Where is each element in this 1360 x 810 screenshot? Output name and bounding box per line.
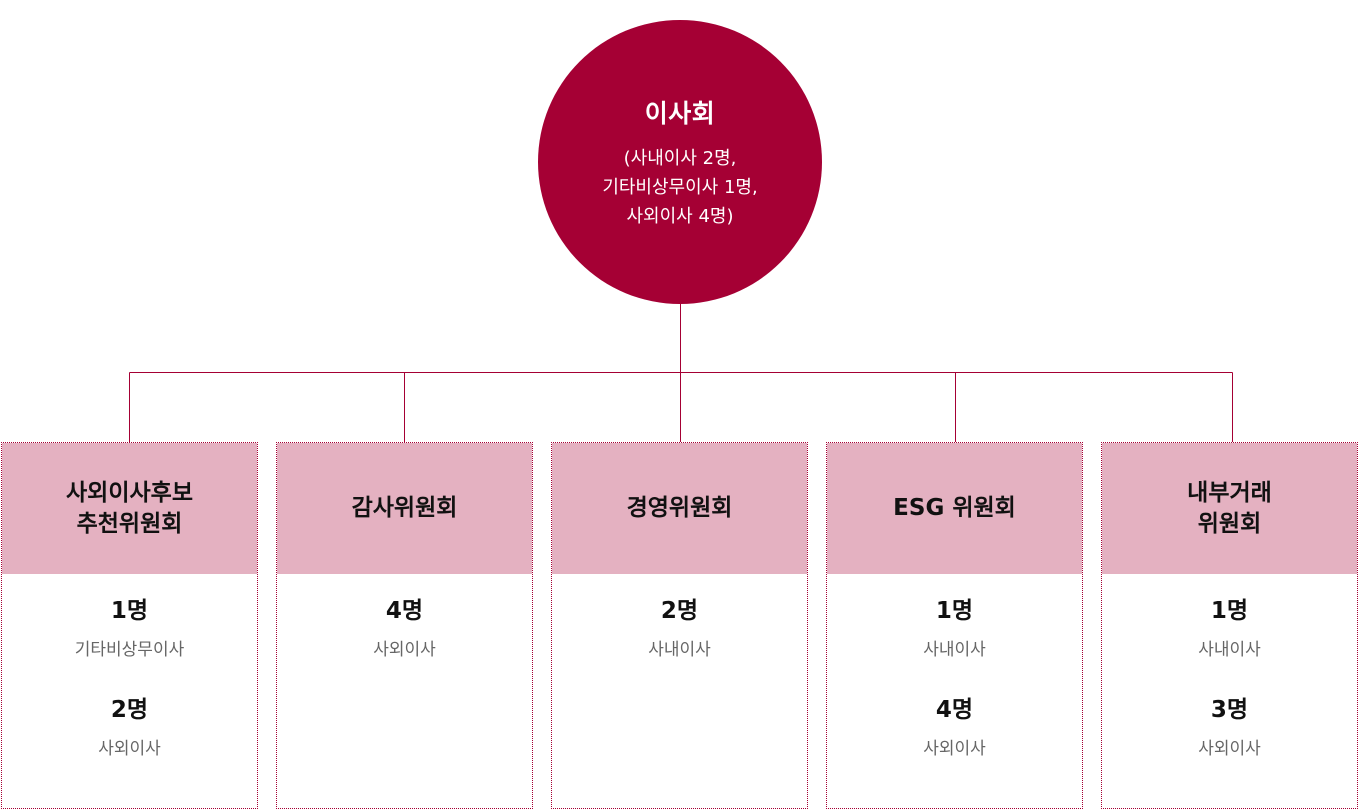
committee-card-esg: ESG 위원회 1명 사내이사 4명 사외이사 <box>826 442 1083 809</box>
member-type: 기타비상무이사 <box>74 640 185 660</box>
committee-name: ESG 위원회 <box>893 493 1016 524</box>
committee-members: 1명 사내이사 4명 사외이사 <box>827 574 1082 792</box>
member-count: 3명 <box>1210 697 1249 723</box>
committee-card-internal-transaction: 내부거래 위원회 1명 사내이사 3명 사외이사 <box>1101 442 1358 809</box>
member-count: 4명 <box>385 598 424 624</box>
committee-card-nomination: 사외이사후보 추천위원회 1명 기타비상무이사 2명 사외이사 <box>1 442 258 809</box>
member-group: 1명 사내이사 <box>827 594 1082 693</box>
committee-members: 2명 사내이사 <box>552 574 807 693</box>
member-group: 2명 사내이사 <box>552 594 807 693</box>
member-type: 사내이사 <box>1198 640 1261 660</box>
member-count: 1명 <box>110 598 149 624</box>
member-group: 1명 사내이사 <box>1102 594 1357 693</box>
member-group: 3명 사외이사 <box>1102 693 1357 792</box>
member-type: 사외이사 <box>373 640 436 660</box>
member-type: 사외이사 <box>923 739 986 759</box>
board-composition: (사내이사 2명, 기타비상무이사 1명, 사외이사 4명) <box>538 144 822 231</box>
committee-name: 내부거래 위원회 <box>1187 478 1272 540</box>
committee-name-line: 내부거래 <box>1187 479 1272 506</box>
committee-members: 1명 기타비상무이사 2명 사외이사 <box>2 574 257 792</box>
committee-header: 경영위원회 <box>552 443 807 574</box>
committee-members: 4명 사외이사 <box>277 574 532 693</box>
member-count: 2명 <box>660 598 699 624</box>
member-type: 사외이사 <box>1198 739 1261 759</box>
member-count: 1명 <box>1210 598 1249 624</box>
committee-name: 경영위원회 <box>627 493 733 524</box>
committee-name-line: 추천위원회 <box>76 510 183 537</box>
member-count: 4명 <box>935 697 974 723</box>
member-group: 1명 기타비상무이사 <box>2 594 257 693</box>
member-type: 사내이사 <box>923 640 986 660</box>
committee-header: 사외이사후보 추천위원회 <box>2 443 257 574</box>
committee-name-line: 감사위원회 <box>351 495 458 521</box>
committee-card-audit: 감사위원회 4명 사외이사 <box>276 442 533 809</box>
committee-name-line: 위원회 <box>1197 510 1262 537</box>
board-composition-line: 기타비상무이사 1명, <box>602 177 758 198</box>
member-count: 1명 <box>935 598 974 624</box>
board-title: 이사회 <box>644 99 716 128</box>
member-type: 사내이사 <box>648 640 711 660</box>
committee-name-line: 경영위원회 <box>626 495 733 521</box>
committee-name: 사외이사후보 추천위원회 <box>66 478 193 540</box>
committee-name-line: 사외이사후보 <box>66 479 193 506</box>
board-node: 이사회 (사내이사 2명, 기타비상무이사 1명, 사외이사 4명) <box>538 20 822 304</box>
member-group: 2명 사외이사 <box>2 693 257 792</box>
member-type: 사외이사 <box>98 739 161 759</box>
board-composition-line: 사외이사 4명) <box>626 206 734 227</box>
member-group: 4명 사외이사 <box>827 693 1082 792</box>
committee-header: 감사위원회 <box>277 443 532 574</box>
committee-header: ESG 위원회 <box>827 443 1082 574</box>
board-composition-line: (사내이사 2명, <box>623 148 737 169</box>
committee-card-management: 경영위원회 2명 사내이사 <box>551 442 808 809</box>
committee-header: 내부거래 위원회 <box>1102 443 1357 574</box>
committee-name-line: ESG 위원회 <box>893 495 1016 521</box>
member-group: 4명 사외이사 <box>277 594 532 693</box>
committee-name: 감사위원회 <box>352 493 458 524</box>
member-count: 2명 <box>110 697 149 723</box>
committee-members: 1명 사내이사 3명 사외이사 <box>1102 574 1357 792</box>
